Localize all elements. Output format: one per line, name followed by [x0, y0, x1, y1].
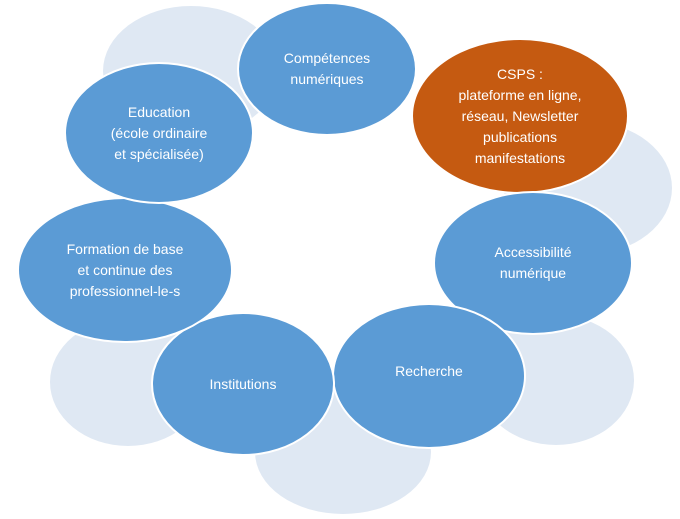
node-label: Institutions: [209, 375, 277, 392]
node-institutions: Institutions: [151, 312, 335, 456]
node-education: Education (école ordinaire et spécialisé…: [64, 62, 254, 204]
node-label: Compétences numériques: [283, 50, 371, 87]
node-formation: Formation de base et continue des profes…: [17, 197, 233, 343]
node-label: CSPS : plateforme en ligne, réseau, News…: [458, 65, 582, 166]
node-csps: CSPS : plateforme en ligne, réseau, News…: [411, 38, 629, 194]
node-label: Formation de base et continue des profes…: [66, 240, 184, 299]
node-recherche: Recherche: [332, 303, 526, 449]
node-label: Recherche: [395, 362, 463, 379]
node-label: Education (école ordinaire et spécialisé…: [110, 103, 208, 162]
node-label: Accessibilité numérique: [494, 244, 572, 281]
node-competences-numeriques: Compétences numériques: [237, 2, 417, 136]
